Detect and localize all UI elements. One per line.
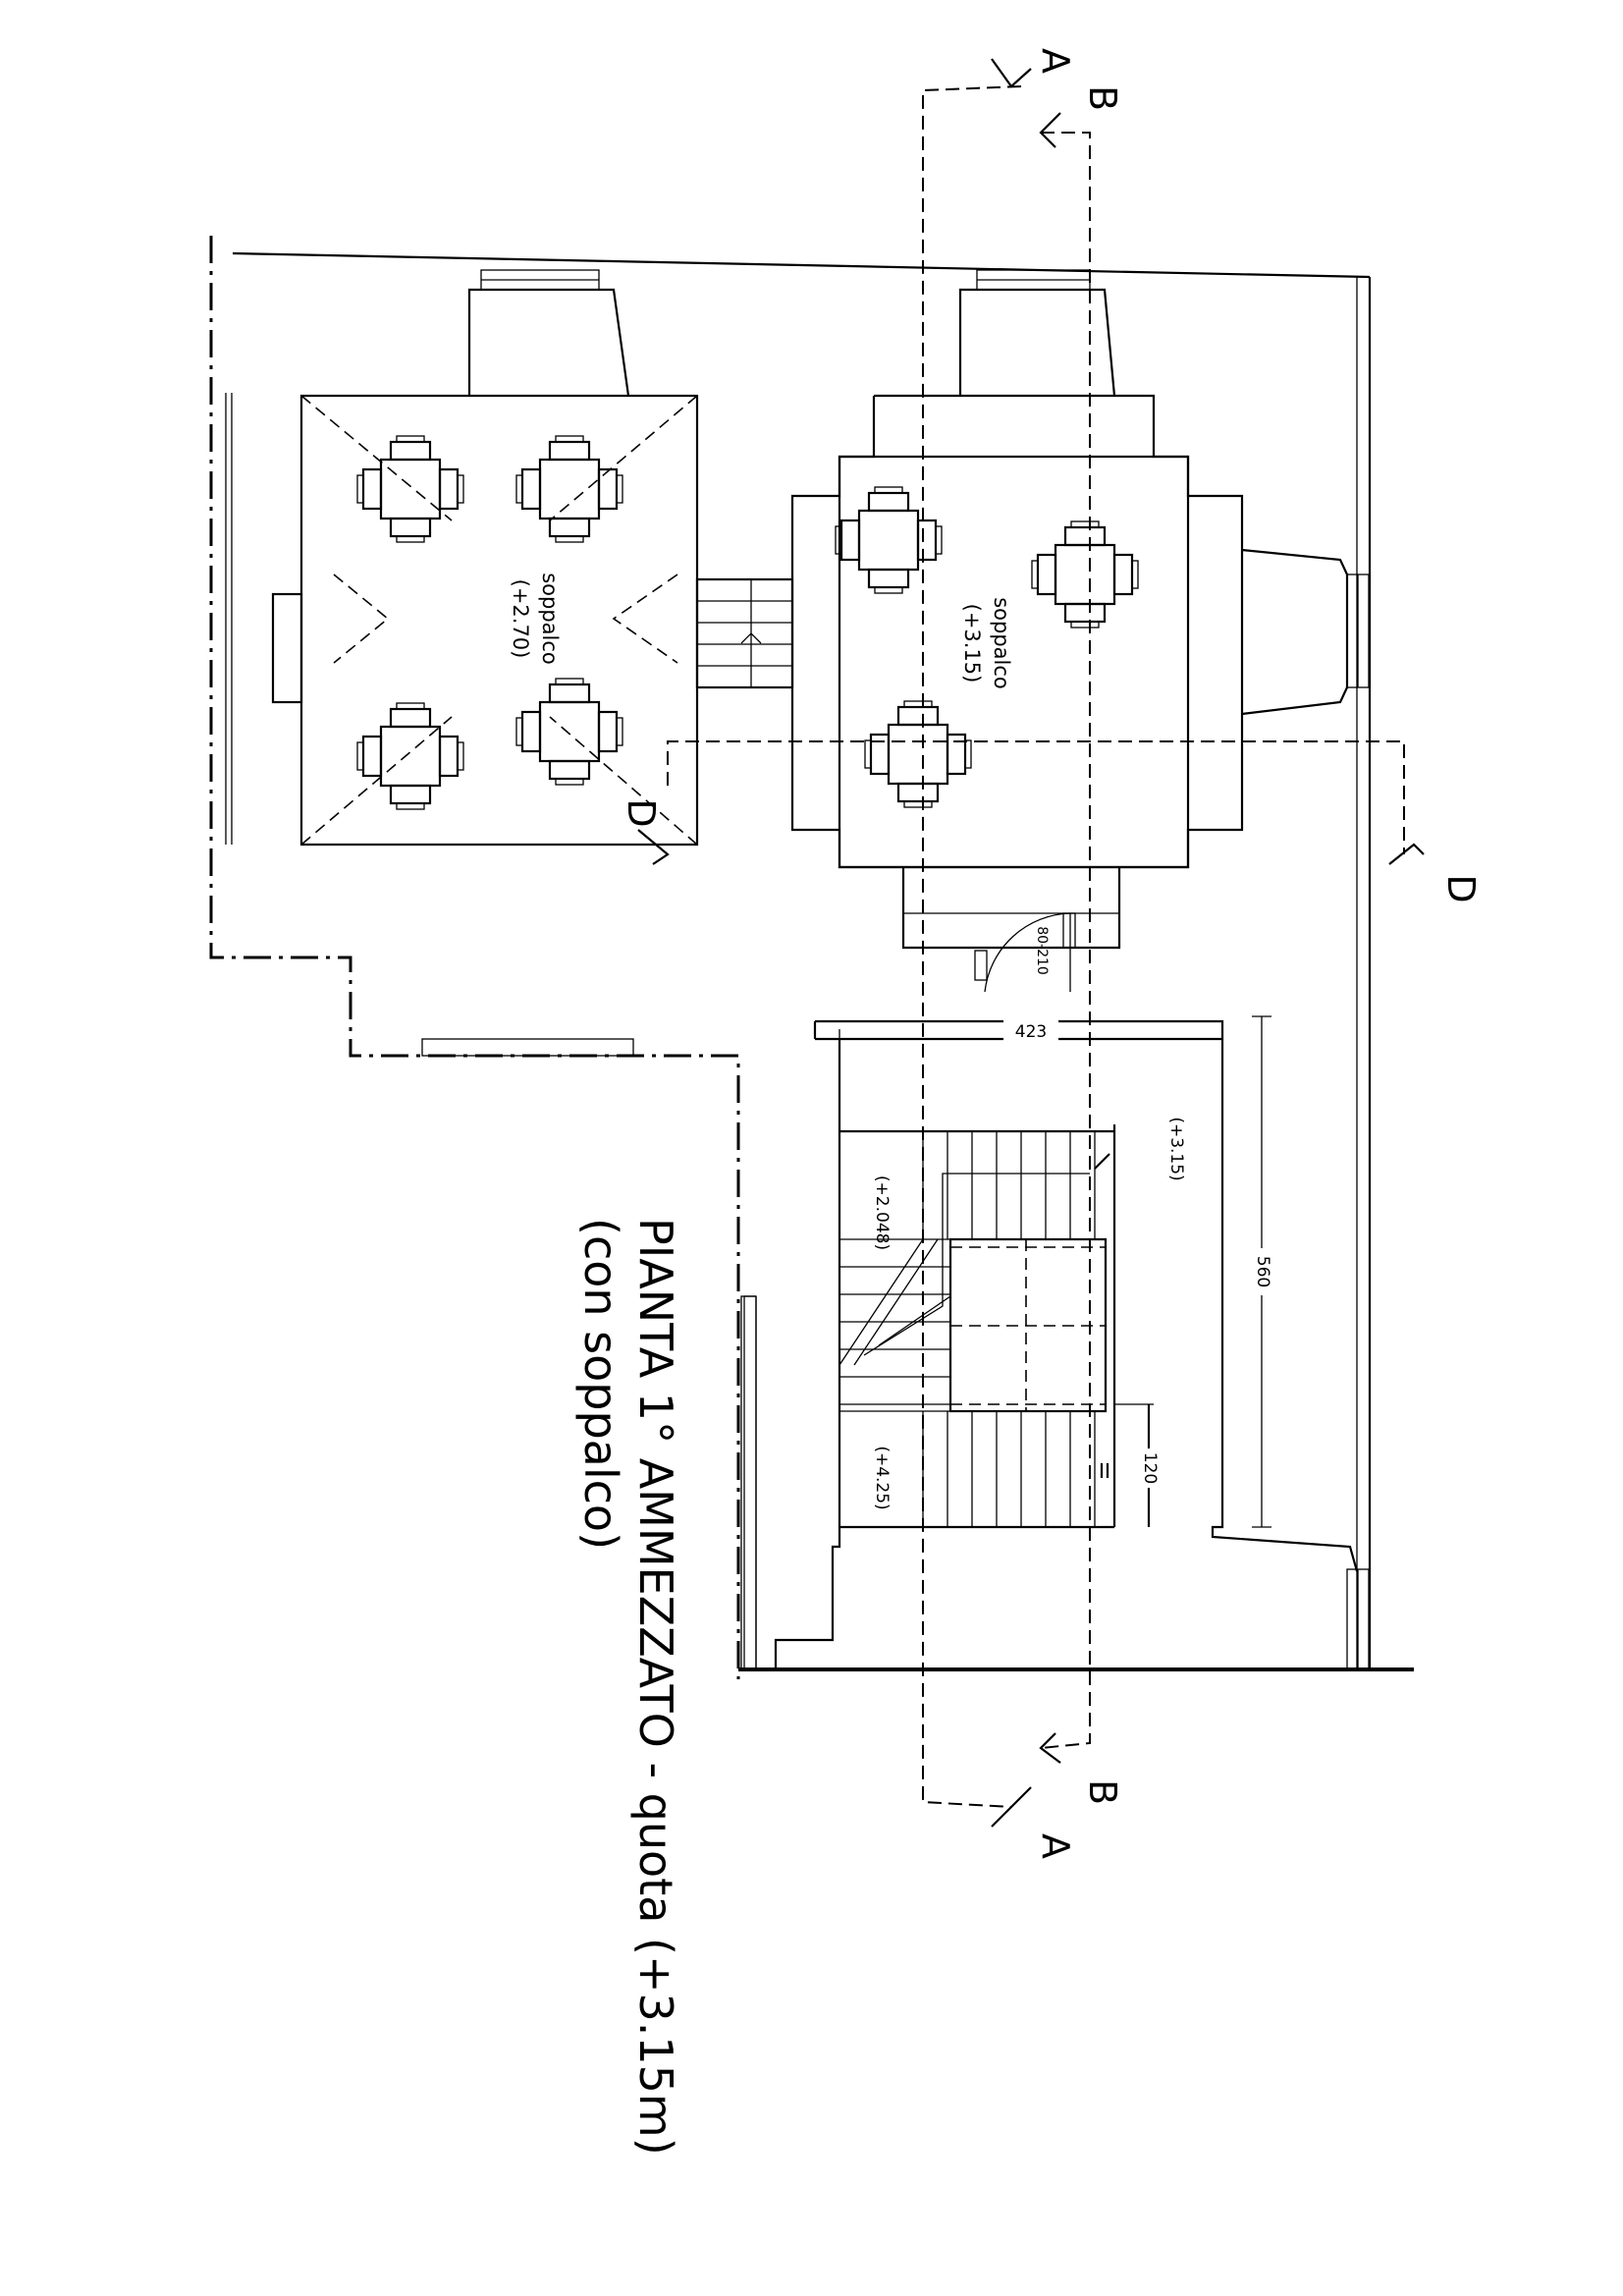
room-level-left: (+2.70)	[509, 579, 532, 659]
room-level-right: (+3.15)	[960, 604, 984, 683]
title-line-1: PIANTA 1° AMMEZZATO - quota (+3.15m)	[629, 1218, 682, 2156]
label-level-upper: (+4.25)	[872, 1446, 892, 1509]
section-a-top-text: A	[1034, 48, 1077, 74]
dim-length-text: 560	[1253, 1256, 1272, 1287]
label-dim-width: 423	[1003, 1019, 1058, 1042]
drawing-title: PIANTA 1° AMMEZZATO - quota (+3.15m) (co…	[574, 1218, 682, 2156]
title-line-2: (con soppalco)	[574, 1218, 627, 1550]
soppalco-left	[271, 394, 699, 847]
level-lower-text: (+2.048)	[872, 1175, 892, 1250]
section-label-d-right: D	[1439, 874, 1483, 902]
stair-core	[774, 1019, 1359, 1669]
window-top-left	[480, 269, 600, 291]
section-b-bottom-text: B	[1081, 1779, 1124, 1805]
soppalco-right	[790, 394, 1244, 993]
niche-right	[958, 288, 1116, 397]
room-name-right: soppalco	[990, 597, 1013, 689]
label-dim-step: 120	[1140, 1449, 1163, 1488]
section-label-b-bottom: B	[1081, 1779, 1124, 1805]
label-soppalco-left: soppalco (+2.70)	[509, 573, 562, 665]
label-level-lower: (+2.048)	[872, 1175, 892, 1250]
window-right-bottom	[1346, 1568, 1370, 1670]
table-chairs-set	[356, 435, 464, 543]
label-landing-level: (+3.15)	[1166, 1117, 1186, 1180]
section-a-bottom-text: A	[1034, 1833, 1077, 1859]
dim-width-text: 423	[1015, 1022, 1047, 1042]
table-chairs-set	[515, 435, 623, 543]
niche-side	[1241, 548, 1349, 716]
level-upper-text: (+4.25)	[872, 1446, 892, 1509]
section-b-top-text: B	[1081, 85, 1124, 111]
section-label-a-top: A	[1034, 48, 1077, 74]
table-chairs-set	[515, 678, 623, 786]
section-d-left-text: D	[620, 798, 663, 827]
door-size-text: 80-210	[1034, 926, 1050, 975]
label-soppalco-right: soppalco (+3.15)	[960, 597, 1013, 689]
landing-level-text: (+3.15)	[1166, 1117, 1186, 1180]
section-line-b	[1039, 112, 1091, 1764]
label-dim-length: 560	[1253, 1248, 1275, 1295]
window-right	[1346, 574, 1370, 688]
table-chairs-set	[835, 486, 943, 594]
niche-left	[467, 288, 630, 397]
window-top-right	[976, 269, 1091, 291]
section-d-right-text: D	[1439, 874, 1483, 902]
section-line-a	[922, 58, 1032, 1828]
left-railing	[740, 1295, 757, 1670]
section-label-b-top: B	[1081, 85, 1124, 111]
table-chairs-set	[356, 702, 464, 810]
section-label-d-left: D	[620, 798, 663, 827]
dim-step-text: 120	[1140, 1452, 1160, 1484]
table-chairs-set	[864, 700, 972, 808]
connector-steps	[695, 577, 794, 689]
room-name-left: soppalco	[538, 573, 562, 665]
section-line-d	[637, 740, 1425, 865]
label-door-size: 80-210	[1034, 926, 1050, 975]
table-chairs-set	[1031, 520, 1139, 629]
section-label-a-bottom: A	[1034, 1833, 1077, 1859]
